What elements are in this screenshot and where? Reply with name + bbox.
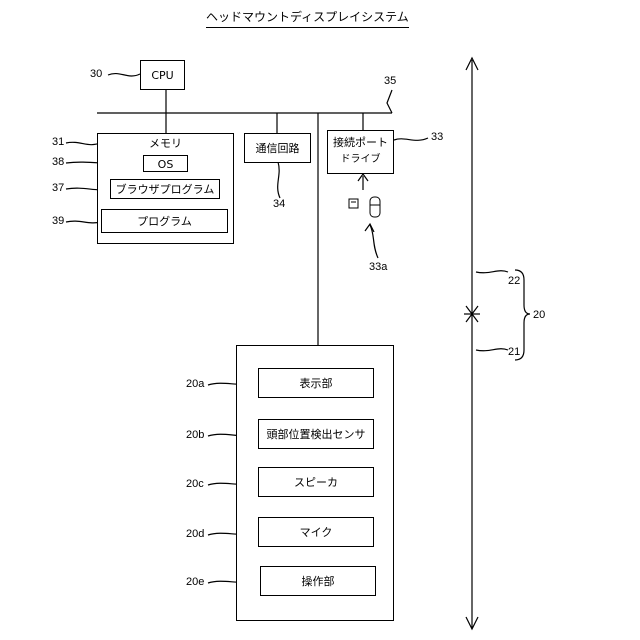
memory-label: メモリ [98,138,233,149]
ref-33a: 33a [369,262,387,273]
speaker-box: スピーカ [258,467,374,497]
os-label: OS [144,159,187,170]
os-box: OS [143,155,188,172]
ref-20e: 20e [186,577,204,588]
mic-box: マイク [258,517,374,547]
ref-22: 22 [508,276,520,287]
ref-20c: 20c [186,479,204,490]
ref-34: 34 [273,199,285,210]
browser-program-label: ブラウザプログラム [111,184,219,195]
diagram-title: ヘッドマウントディスプレイシステム [206,8,409,28]
display-box: 表示部 [258,368,374,398]
program-label: プログラム [102,216,227,227]
ref-33: 33 [431,132,443,143]
cpu-label: CPU [141,70,184,81]
connection-port-box: 接続ポート ドライブ [327,130,394,174]
ref-31: 31 [52,137,64,148]
head-sensor-box: 頭部位置検出センサ [258,419,374,449]
connection-port-label: 接続ポート [328,137,393,148]
ref-39: 39 [52,216,64,227]
ref-21: 21 [508,347,520,358]
ref-20a: 20a [186,379,204,390]
display-label: 表示部 [259,378,373,389]
ref-20b: 20b [186,430,204,441]
head-sensor-label: 頭部位置検出センサ [259,429,373,440]
operation-box: 操作部 [260,566,376,596]
operation-label: 操作部 [261,576,375,587]
ref-38: 38 [52,157,64,168]
ref-20: 20 [533,310,545,321]
cpu-box: CPU [140,60,185,90]
ref-30: 30 [90,69,102,80]
comm-circuit-label: 通信回路 [245,143,310,154]
mic-label: マイク [259,527,373,538]
ref-20d: 20d [186,529,204,540]
program-box: プログラム [101,209,228,233]
drive-label: ドライブ [328,155,393,165]
browser-program-box: ブラウザプログラム [110,179,220,199]
comm-circuit-box: 通信回路 [244,133,311,163]
ref-37: 37 [52,183,64,194]
speaker-label: スピーカ [259,477,373,488]
ref-35: 35 [384,76,396,87]
